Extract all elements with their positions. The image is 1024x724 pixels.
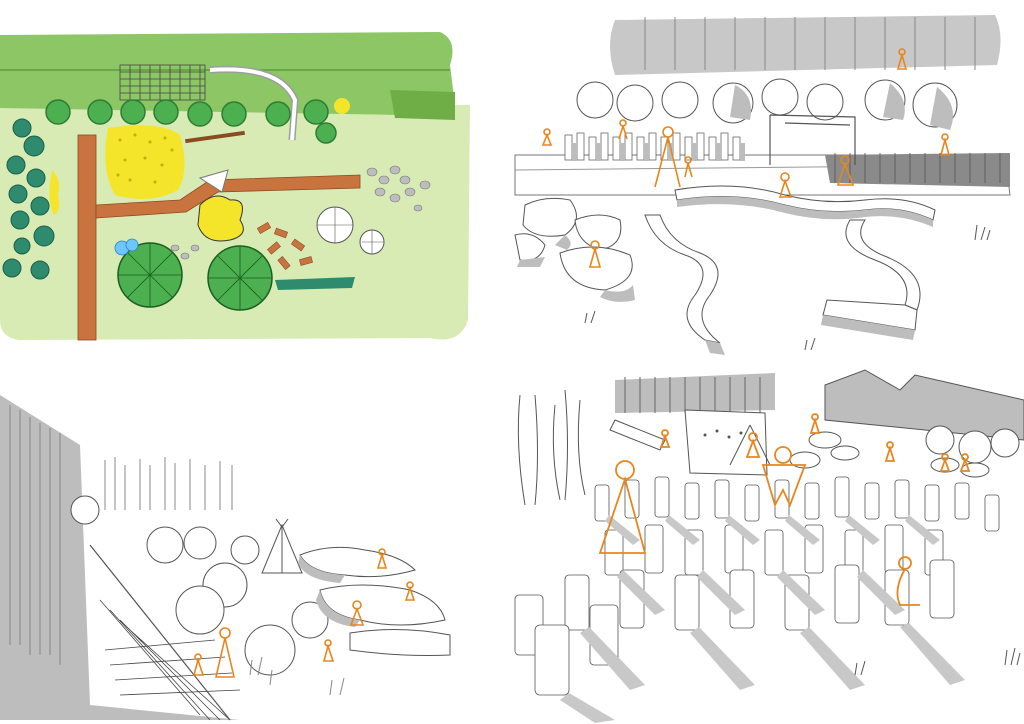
person: [654, 126, 681, 188]
perspective-log-field-drawing: [514, 369, 1024, 723]
bushes: [70, 495, 329, 676]
person: [588, 240, 602, 268]
log-pieces: [256, 221, 313, 270]
timber-strip: [185, 130, 245, 144]
log-posts: [514, 476, 1000, 696]
winding-bench: [644, 214, 721, 344]
grass-tufts: [854, 647, 1021, 676]
boardwalk: [77, 134, 361, 341]
slope-edge: [89, 544, 231, 721]
perspective-log-field-panel: [505, 365, 1024, 724]
person: [684, 156, 693, 178]
person: [896, 48, 908, 70]
person: [404, 581, 416, 601]
people-figures: [541, 48, 951, 268]
site-plan-panel: [0, 20, 470, 350]
perspective-log-garden-panel: [505, 5, 1024, 365]
boardwalk-end: [198, 169, 229, 193]
background-fence: [615, 373, 775, 413]
water-pools: [114, 238, 139, 256]
building-roofs: [824, 369, 1024, 441]
person: [761, 446, 807, 508]
background-trees: [104, 457, 233, 510]
sand-pit: [105, 125, 185, 199]
boulder-cluster: [789, 431, 990, 478]
grass-tufts: [584, 224, 991, 351]
person: [541, 128, 553, 146]
boulders: [514, 197, 633, 291]
hedge-band: [0, 32, 455, 117]
background-fence: [610, 15, 1001, 75]
person: [659, 429, 671, 448]
site-plan-drawing: [0, 32, 470, 341]
sand-texture: [116, 133, 174, 184]
timber-posts: [564, 132, 741, 161]
person: [939, 453, 951, 472]
person: [192, 653, 205, 676]
people-figures: [598, 413, 971, 606]
play-structure: [609, 409, 771, 476]
perspective-woodland-panel: [0, 395, 470, 724]
person: [214, 627, 236, 678]
person: [809, 413, 821, 434]
sand-blob-left: [49, 170, 60, 215]
person: [778, 172, 793, 198]
person: [322, 639, 335, 662]
person: [376, 548, 388, 569]
tree-row: [45, 99, 337, 144]
tall-trees: [517, 389, 586, 506]
person: [618, 119, 628, 140]
bushes-right: [925, 425, 1020, 464]
perspective-log-garden-drawing: [514, 15, 1011, 355]
perspective-woodland-drawing: [0, 395, 451, 721]
stepping-stones: [170, 165, 431, 260]
planting-beds: [299, 546, 451, 656]
sand-blob-small: [334, 98, 350, 114]
person: [745, 432, 761, 458]
person: [349, 600, 365, 626]
foreground-grass: [249, 656, 345, 696]
person: [884, 441, 896, 462]
hedge-block-right: [390, 90, 455, 120]
pergola: [769, 114, 856, 165]
winding-bench-2: [845, 219, 921, 311]
sand-blob-yellow: [197, 195, 244, 242]
parasols: [316, 206, 385, 255]
teal-trees: [2, 118, 55, 280]
person: [896, 556, 920, 606]
people-figures: [192, 548, 416, 678]
person: [598, 460, 647, 554]
person: [836, 155, 855, 186]
person: [939, 133, 951, 156]
planter-right: [825, 153, 1010, 187]
low-hedge: [275, 277, 355, 290]
person: [959, 453, 971, 472]
log-shadows: [560, 515, 965, 723]
climbing-net-slope: [99, 599, 241, 721]
